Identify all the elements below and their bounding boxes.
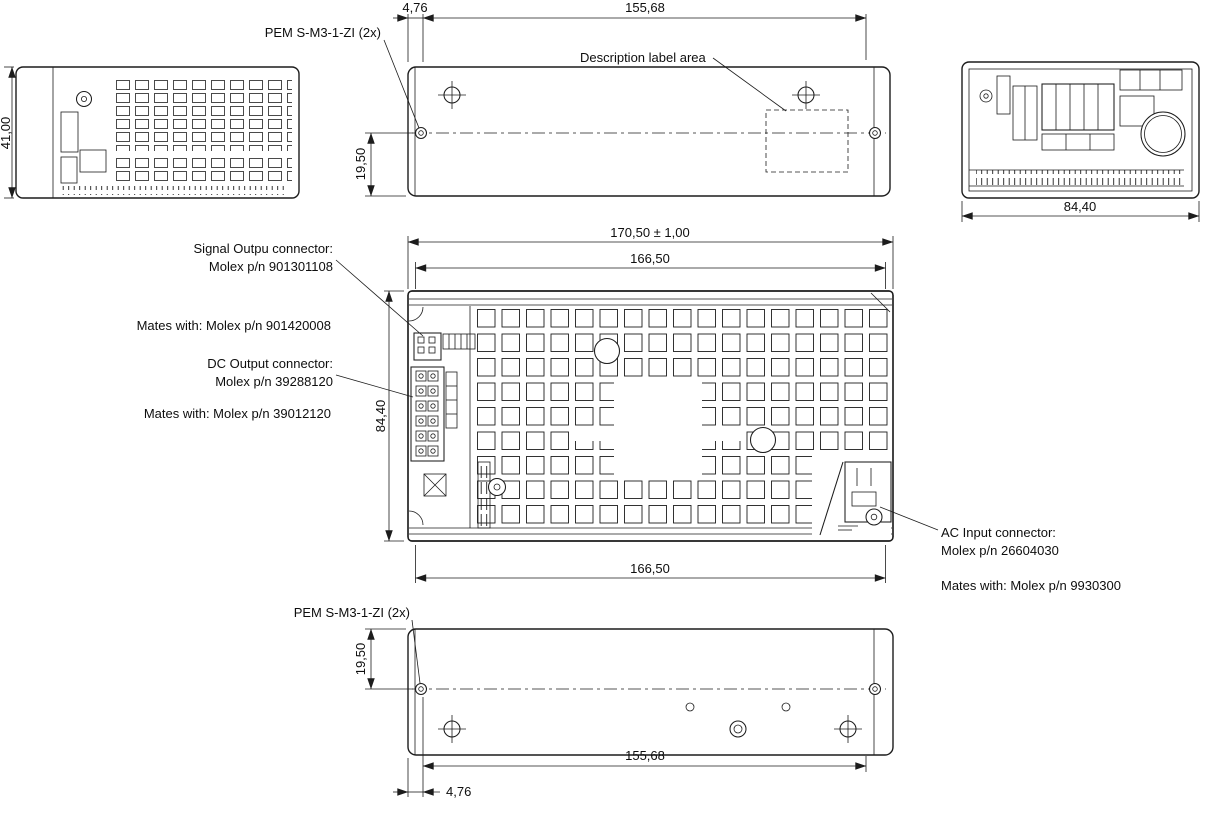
bottom-body bbox=[407, 628, 894, 756]
leader-pem-top bbox=[383, 39, 420, 129]
dim-text-166-50-bottom: 166,50 bbox=[630, 561, 670, 576]
description-label: Description label area bbox=[580, 50, 707, 65]
top-body bbox=[407, 66, 891, 197]
corner-post-arc bbox=[408, 510, 424, 526]
dim-text-4-76-bottom: 4,76 bbox=[446, 784, 471, 799]
dc-connector-pn: Molex p/n 39288120 bbox=[215, 374, 333, 389]
screw-head bbox=[865, 508, 883, 526]
labels-top-view: PEM S-M3-1-ZI (2x) Description label are… bbox=[265, 25, 787, 129]
leader-signal bbox=[335, 259, 424, 337]
leader-pem-bottom bbox=[411, 619, 421, 684]
view-right-end bbox=[961, 61, 1200, 199]
view-main bbox=[407, 290, 894, 542]
ac-connector-pn: Molex p/n 26604030 bbox=[941, 543, 1059, 558]
leader-description bbox=[712, 57, 787, 112]
screw-head bbox=[75, 90, 93, 108]
view-top bbox=[407, 66, 891, 197]
view-left-end bbox=[15, 66, 300, 199]
center-hole bbox=[729, 720, 747, 738]
small-hole bbox=[685, 702, 695, 712]
dim-text-166-50-top: 166,50 bbox=[630, 251, 670, 266]
dim-text-155-68-top: 155,68 bbox=[625, 0, 665, 15]
dc-output-connector bbox=[410, 366, 445, 462]
corner-post-arc bbox=[408, 306, 424, 322]
small-hole bbox=[781, 702, 791, 712]
vent-slot-strip bbox=[62, 186, 288, 195]
signal-connector-title: Signal Outpu connector: bbox=[194, 241, 333, 256]
ac-connector-title: AC Input connector: bbox=[941, 525, 1056, 540]
dim-right-end-width: 84,40 bbox=[961, 199, 1200, 222]
dim-left-end-height: 41,00 bbox=[0, 66, 16, 199]
ac-inlet-round bbox=[1140, 111, 1186, 157]
dim-text-170-50: 170,50 ± 1,00 bbox=[610, 225, 689, 240]
description-label-area-box bbox=[765, 109, 849, 173]
pem-fastener bbox=[868, 682, 882, 696]
screw-boss bbox=[749, 426, 777, 454]
ac-connector-mates: Mates with: Molex p/n 9930300 bbox=[941, 578, 1121, 593]
signal-output-connector bbox=[413, 332, 476, 361]
terminal-block bbox=[1041, 83, 1115, 131]
screw-boss bbox=[593, 337, 621, 365]
dim-text-84-40-main: 84,40 bbox=[373, 400, 388, 433]
pem-fastener bbox=[414, 126, 428, 140]
dim-text-41-00: 41,00 bbox=[0, 117, 13, 150]
dims-top-view: 4,76 155,68 19,50 bbox=[353, 0, 867, 197]
dc-connector-title: DC Output connector: bbox=[207, 356, 333, 371]
dc-connector-mates: Mates with: Molex p/n 39012120 bbox=[144, 406, 331, 421]
vent-grid-lower bbox=[116, 158, 292, 184]
standoff bbox=[487, 477, 507, 497]
signal-connector-pn: Molex p/n 901301108 bbox=[209, 259, 333, 274]
screw-head bbox=[979, 89, 993, 103]
leader-ac bbox=[879, 506, 939, 531]
pem-label-bottom: PEM S-M3-1-ZI (2x) bbox=[294, 605, 410, 620]
labels-bottom-view: PEM S-M3-1-ZI (2x) bbox=[294, 605, 421, 684]
pem-label-top: PEM S-M3-1-ZI (2x) bbox=[265, 25, 381, 40]
labels-main-view: Signal Outpu connector: Molex p/n 901301… bbox=[137, 241, 1121, 593]
dims-bottom-view: 19,50 155,68 4,76 bbox=[353, 628, 867, 799]
dims-main-view: 170,50 ± 1,00 166,50 84,40 166,50 bbox=[373, 225, 894, 583]
dim-text-155-68-bottom: 155,68 bbox=[625, 748, 665, 763]
pem-fastener bbox=[414, 682, 428, 696]
vent-grid-upper bbox=[116, 80, 292, 151]
corner-chamfer bbox=[870, 292, 891, 313]
signal-connector-mates: Mates with: Molex p/n 901420008 bbox=[137, 318, 331, 333]
blank-center-area bbox=[614, 381, 702, 475]
dim-text-19-50-bottom: 19,50 bbox=[353, 643, 368, 676]
ac-input-connector bbox=[819, 461, 892, 536]
dim-text-4-76-top: 4,76 bbox=[402, 0, 427, 15]
dim-text-19-50-top: 19,50 bbox=[353, 148, 368, 181]
pem-fastener bbox=[868, 126, 882, 140]
view-bottom bbox=[407, 628, 894, 756]
vent-slot-strip bbox=[976, 170, 1184, 185]
leader-dc bbox=[335, 374, 414, 398]
bottom-left-parts bbox=[423, 461, 507, 529]
dim-text-84-40-right: 84,40 bbox=[1064, 199, 1097, 214]
